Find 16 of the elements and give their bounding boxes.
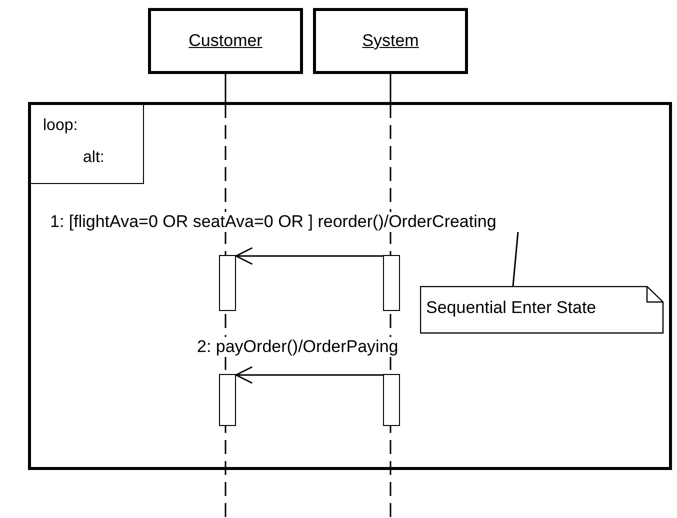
leader-line xyxy=(512,232,519,286)
combined-fragment-frame xyxy=(28,102,672,470)
lifeline-header-box: System xyxy=(313,8,468,74)
note-text: Sequential Enter State xyxy=(426,298,596,318)
activation-bar xyxy=(219,374,236,426)
note-box xyxy=(420,286,664,334)
message-label: 1: [flightAva=0 OR seatAva=0 OR ] reorder()/OrderCreating xyxy=(50,212,496,232)
activation-bar xyxy=(383,255,400,311)
activation-bar xyxy=(383,374,400,426)
lifeline-header-box: Customer xyxy=(148,8,303,74)
message-arrow xyxy=(235,366,383,384)
message-arrow xyxy=(235,247,383,265)
fragment-operator: alt: xyxy=(83,149,104,167)
fragment-operator: loop: xyxy=(43,117,78,135)
activation-bar xyxy=(219,255,236,311)
message-label: 2: payOrder()/OrderPaying xyxy=(197,337,398,357)
